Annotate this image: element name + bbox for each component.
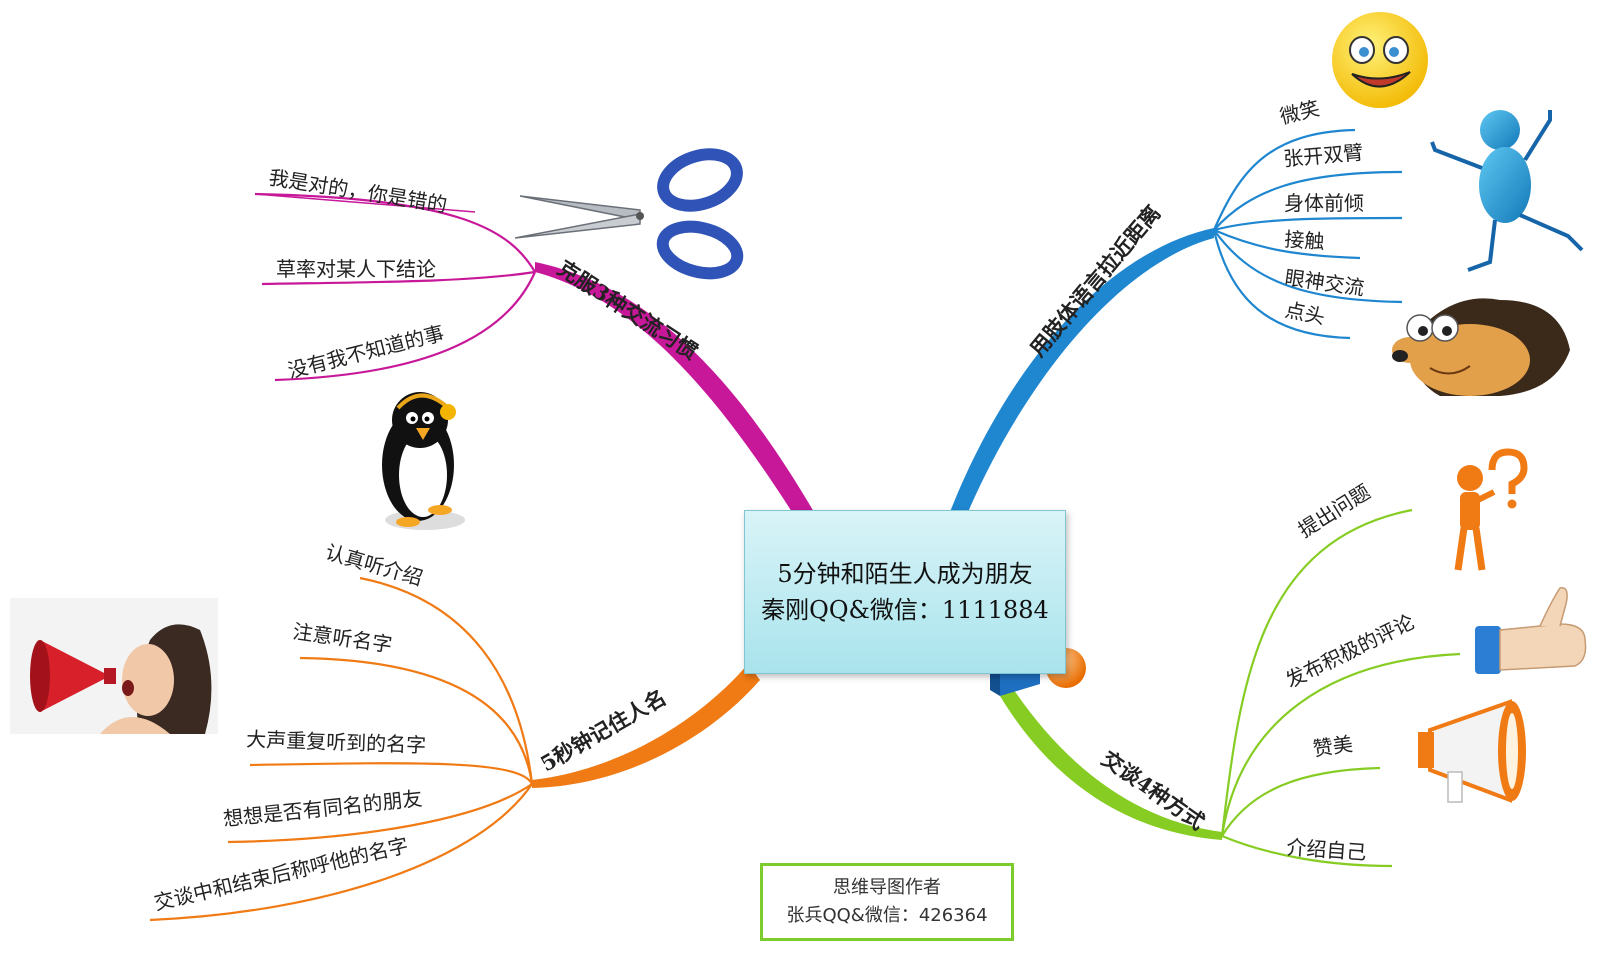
talk-item-2: 发布积极的评论 [1282,610,1418,693]
names-item-3: 大声重复听到的名字 [246,727,427,757]
author-note-title: 思维导图作者 [833,877,941,898]
remember-names-title: 5秒钟记住人名 [536,684,670,776]
talk-subbranches [1220,508,1461,868]
author-note: 思维导图作者 张兵QQ&微信：426364 [760,863,1014,941]
central-topic: 5分钟和陌生人成为朋友 秦刚QQ&微信：1111884 [744,510,1066,674]
talk-item-3: 赞美 [1311,732,1354,761]
thumbs-up-icon [1475,587,1587,674]
question-figure-icon [1454,448,1528,571]
central-topic-title: 5分钟和陌生人成为朋友 [777,560,1033,588]
scissors-icon [514,148,744,280]
central-topic-contact: 秦刚QQ&微信：1111884 [761,596,1049,624]
hedgehog-icon [1392,298,1570,396]
body-item-2: 张开双臂 [1282,140,1364,171]
penguin-icon [382,392,465,530]
talk-item-4: 介绍自己 [1286,835,1367,865]
megaphone-icon [1418,699,1526,803]
talk-item-1: 提出问题 [1294,479,1375,542]
branch-orange [532,664,760,788]
names-item-4: 想想是否有同名的朋友 [222,786,423,831]
body-item-6: 点头 [1283,297,1327,329]
woman-megaphone-icon [10,598,218,734]
names-item-2: 注意听名字 [291,619,393,657]
author-note-contact: 张兵QQ&微信：426364 [786,905,988,926]
names-item-5: 交谈中和结束后称呼他的名字 [152,833,411,915]
stick-figure-icon [1430,110,1584,272]
body-item-1: 微笑 [1277,96,1322,129]
body-item-3: 身体前倾 [1284,191,1364,215]
branch-magenta [535,262,814,512]
habits-item-1: 我是对的，你是错的 [267,165,449,217]
habits-item-3: 没有我不知道的事 [285,321,446,383]
branch-blue [950,228,1214,512]
smiley-face-icon [1332,12,1428,108]
habits-underline-1 [254,193,476,213]
habits-item-2: 草率对某人下结论 [276,257,436,281]
body-subbranches [1212,128,1403,340]
names-item-1: 认真听介绍 [323,540,426,591]
habits-subbranches [254,192,537,382]
body-language-title: 用肢体语言拉近距离 [1025,200,1166,361]
body-item-4: 接触 [1284,227,1326,254]
names-subbranches [149,576,534,922]
